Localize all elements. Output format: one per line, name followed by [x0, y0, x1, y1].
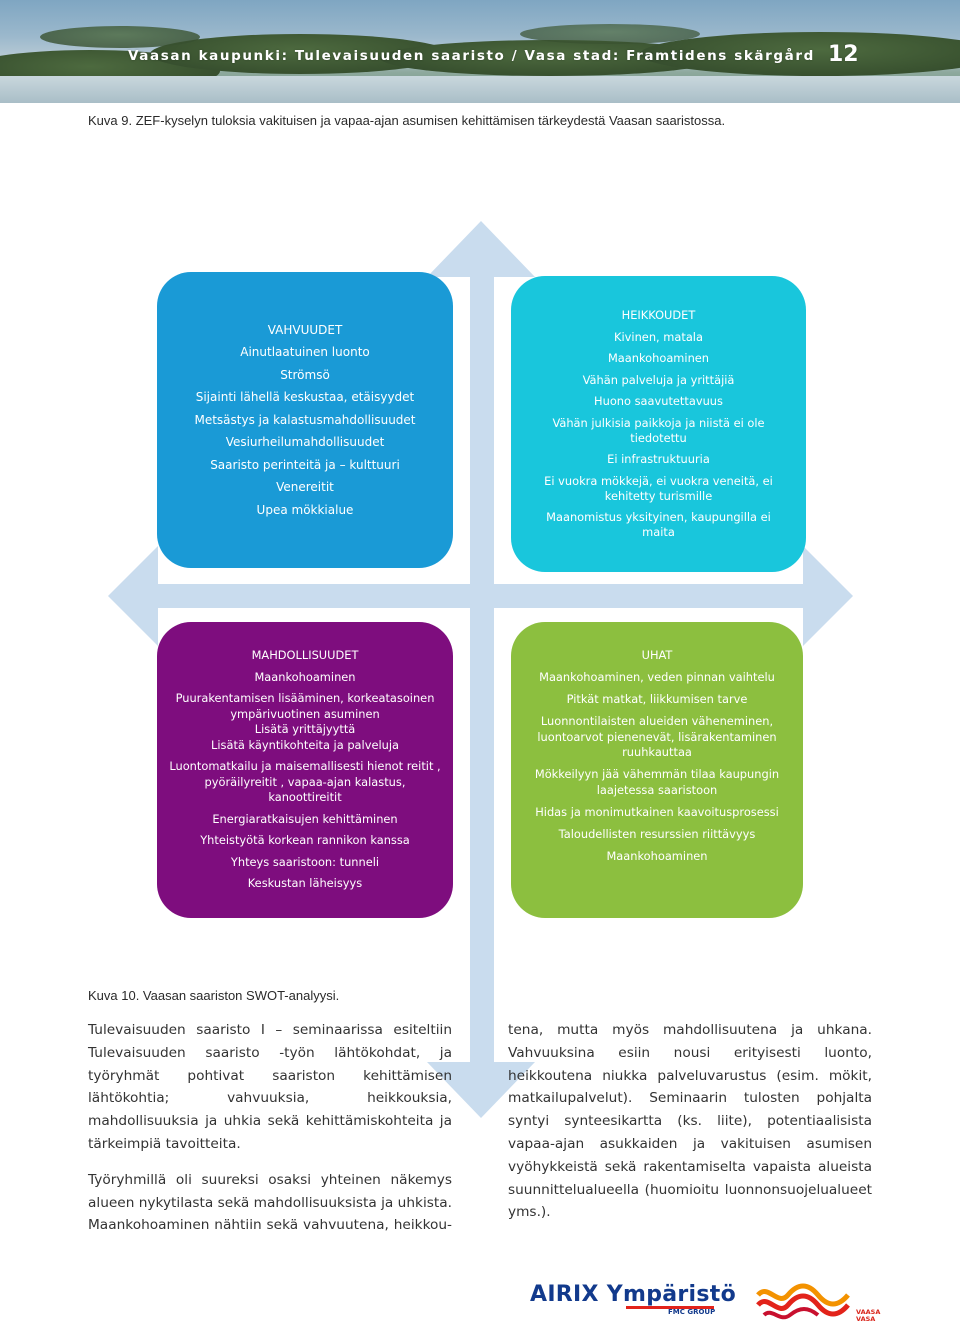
paragraph: Työryhmillä oli suureksi osaksi yhteinen… [88, 1169, 452, 1237]
weaknesses-item: Maankohoaminen [533, 351, 784, 366]
airix-logo-text: AIRIX Ympäristö [530, 1282, 736, 1307]
strengths-item: Strömsö [173, 368, 437, 383]
weaknesses-item: Huono saavutettavuus [533, 394, 784, 409]
opportunities-item: Keskustan läheisyys [169, 876, 441, 892]
strengths-item: Metsästys ja kalastusmahdollisuudet [173, 413, 437, 428]
weaknesses-item: Ei vuokra mökkejä, ei vuokra veneitä, ei… [533, 474, 784, 504]
body-column-right: tena, mutta myös mahdollisuutena ja uhka… [508, 1019, 872, 1237]
figure-10-caption: Kuva 10. Vaasan saariston SWOT-analyysi. [88, 988, 339, 1003]
opportunities-item: Luontomatkailu ja maisemallisesti hienot… [169, 759, 441, 806]
weaknesses-item: Vähän julkisia paikkoja ja niistä ei ole… [533, 416, 784, 446]
paragraph: Tulevaisuuden saaristo I – seminaarissa … [88, 1019, 452, 1156]
weaknesses-item: Kivinen, matala [533, 330, 784, 345]
strengths-item: Venereitit [173, 480, 437, 495]
paragraph: tena, mutta myös mahdollisuutena ja uhka… [508, 1019, 872, 1224]
threats-item: Hidas ja monimutkainen kaavoitusprosessi [525, 805, 789, 821]
opportunities-item: Lisätä yrittäjyyttä [169, 722, 441, 738]
strengths-heading: VAHVUUDET [173, 323, 437, 338]
vasa-label: VASA [856, 1316, 880, 1323]
opportunities-item: Yhteys saaristoon: tunneli [169, 855, 441, 871]
threats-item: Mökkeilyyn jää vähemmän tilaa kaupungin … [525, 767, 789, 798]
threats-heading: UHAT [525, 648, 789, 664]
swot-opportunities-box: MAHDOLLISUUDET Maankohoaminen Puurakenta… [157, 622, 453, 918]
weaknesses-item: Maanomistus yksityinen, kaupungilla ei m… [533, 510, 784, 540]
threats-item: Maankohoaminen [525, 849, 789, 865]
weaknesses-item: Ei infrastruktuuria [533, 452, 784, 467]
opportunities-item: Lisätä käyntikohteita ja palveluja [169, 738, 441, 754]
threats-item: Maankohoaminen, veden pinnan vaihtelu [525, 670, 789, 686]
strengths-item: Saaristo perinteitä ja – kulttuuri [173, 458, 437, 473]
threats-item: Pitkät matkat, liikkumisen tarve [525, 692, 789, 708]
strengths-item: Vesiurheilumahdollisuudet [173, 435, 437, 450]
swot-strengths-box: VAHVUUDET Ainutlaatuinen luonto Strömsö … [157, 272, 453, 568]
opportunities-item: Energiaratkaisujen kehittäminen [169, 812, 441, 828]
weaknesses-heading: HEIKKOUDET [533, 308, 784, 323]
weaknesses-item: Vähän palveluja ja yrittäjiä [533, 373, 784, 388]
swot-weaknesses-box: HEIKKOUDET Kivinen, matala Maankohoamine… [511, 276, 806, 572]
opportunities-item: Puurakentamisen lisääminen, korkeatasoin… [169, 691, 441, 722]
vaasa-wave-mark [756, 1281, 860, 1323]
strengths-item: Sijainti lähellä keskustaa, etäisyydet [173, 390, 437, 405]
strengths-item: Ainutlaatuinen luonto [173, 345, 437, 360]
threats-item: Taloudellisten resurssien riittävyys [525, 827, 789, 843]
airix-logo-subtext: FMC GROUP [668, 1308, 715, 1316]
vaasa-logo: VAASA VASA [756, 1281, 884, 1323]
threats-item: Luonnontilaisten alueiden väheneminen, l… [525, 714, 789, 761]
body-column-left: Tulevaisuuden saaristo I – seminaarissa … [88, 1019, 452, 1250]
opportunities-item: Yhteistyötä korkean rannikon kanssa [169, 833, 441, 849]
vaasa-logo-text: VAASA VASA [856, 1309, 880, 1323]
opportunities-item: Maankohoaminen [169, 670, 441, 686]
strengths-item: Upea mökkialue [173, 503, 437, 518]
opportunities-heading: MAHDOLLISUUDET [169, 648, 441, 664]
swot-threats-box: UHAT Maankohoaminen, veden pinnan vaihte… [511, 622, 803, 918]
airix-logo: AIRIX Ympäristö FMC GROUP [530, 1282, 726, 1316]
